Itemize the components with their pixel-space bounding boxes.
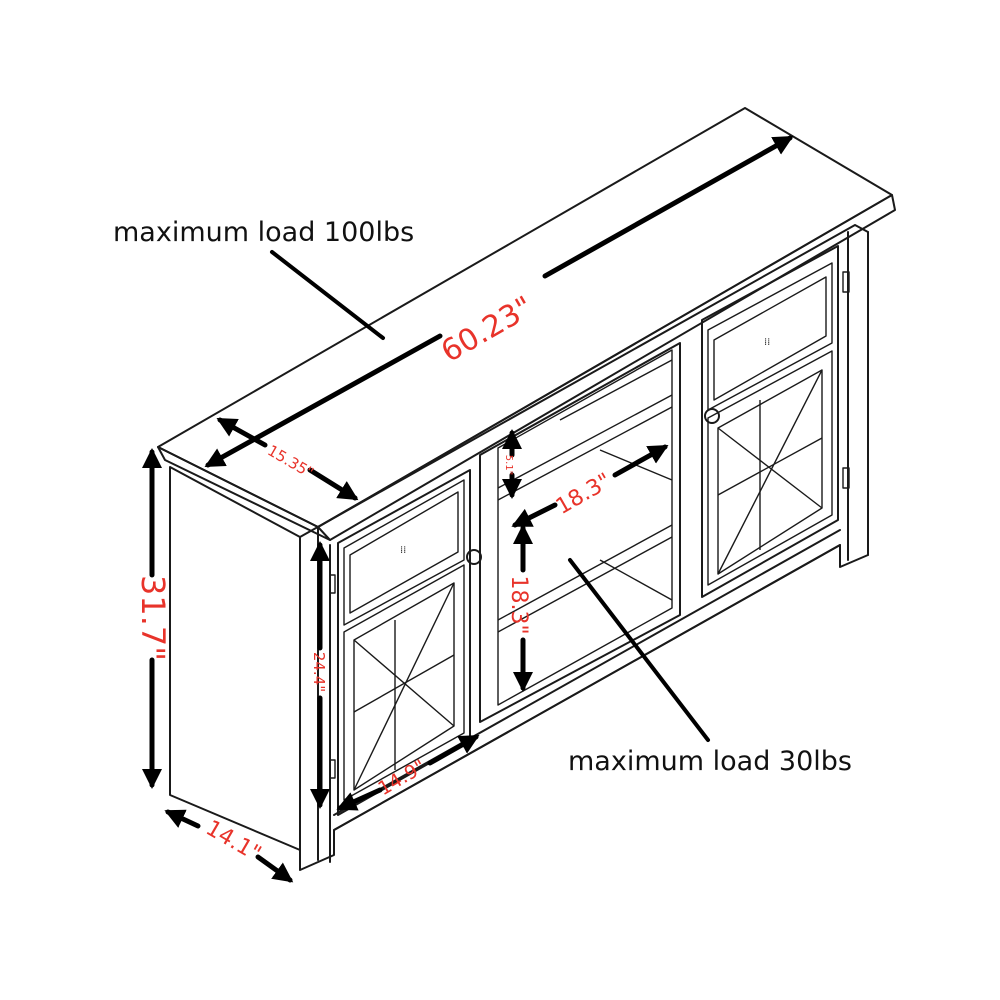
right-door bbox=[701, 245, 839, 598]
open-shelf-opening bbox=[479, 342, 681, 723]
front-frame bbox=[299, 224, 869, 871]
svg-text:⁞⁞: ⁞⁞ bbox=[400, 545, 406, 556]
bottom-rail bbox=[333, 544, 841, 831]
width-arrow-left bbox=[204, 333, 443, 468]
top-depth-label: 15.35" bbox=[264, 441, 316, 482]
height-label: 31.7" bbox=[134, 575, 172, 661]
top-load-annotation: maximum load 100lbs bbox=[113, 217, 414, 248]
width-arrow-right bbox=[542, 135, 794, 279]
base-depth-label: 14.1" bbox=[201, 816, 265, 867]
shelf-height-label: 18.3" bbox=[506, 575, 531, 634]
left-side-panel bbox=[169, 466, 301, 851]
top-gap-label: 5.1" bbox=[503, 455, 514, 476]
width-label: 60.23" bbox=[435, 290, 539, 370]
shelf-load-annotation: maximum load 30lbs bbox=[568, 746, 852, 777]
shelf-load-leader bbox=[568, 558, 710, 742]
door-height-label: 24.4" bbox=[310, 652, 328, 692]
top-front-edge bbox=[317, 194, 896, 541]
dimension-arrows bbox=[142, 135, 794, 883]
door-width-label: 14.9" bbox=[374, 756, 429, 801]
right-door-knob bbox=[704, 408, 720, 424]
top-load-leader bbox=[270, 250, 385, 340]
svg-text:⁞⁞: ⁞⁞ bbox=[764, 337, 770, 348]
shelf-width-label: 18.3" bbox=[552, 469, 616, 520]
